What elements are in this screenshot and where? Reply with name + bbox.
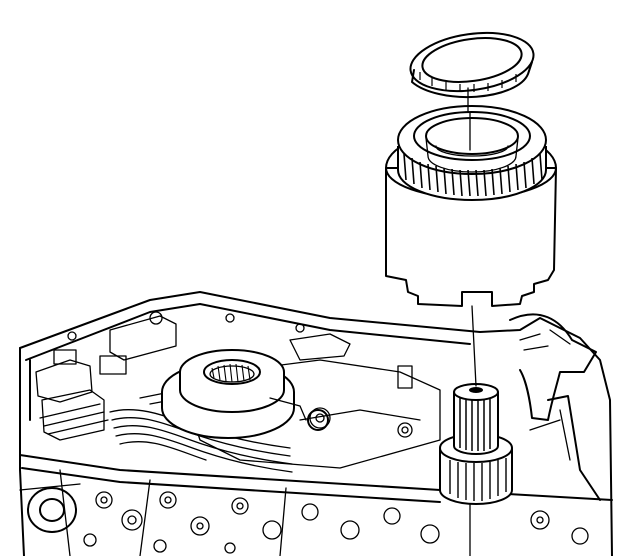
- input-shaft: [439, 383, 513, 505]
- oil-pump-hub: [161, 349, 329, 439]
- snap-ring: [409, 31, 535, 99]
- clutch-drum: [385, 105, 557, 307]
- alignment-centerline: [467, 87, 477, 387]
- transmission-case: [19, 291, 613, 556]
- case-bolt-bosses: [19, 469, 589, 556]
